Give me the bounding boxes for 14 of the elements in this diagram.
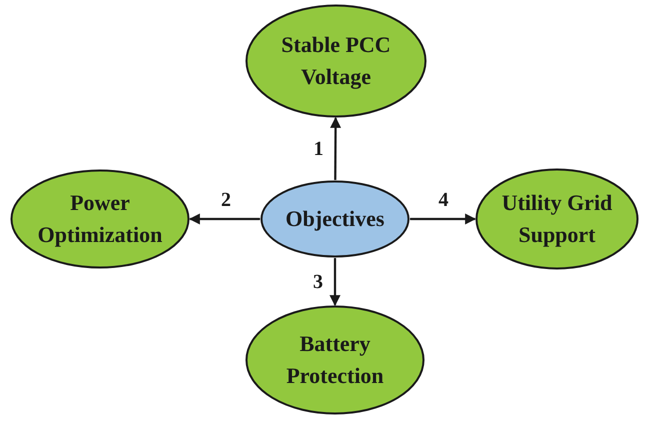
objective-ellipse	[245, 305, 425, 415]
objective-ellipse	[245, 4, 427, 118]
node-label: Stable PCC Voltage	[280, 31, 392, 91]
node-label: Utility Grid Support	[500, 189, 614, 249]
arrow	[410, 214, 476, 224]
arrow	[330, 116, 342, 180]
node-label: Battery Protection	[285, 330, 385, 390]
node-label: Objectives	[286, 205, 384, 233]
objective-ellipse	[260, 180, 410, 258]
objective-ellipse	[10, 169, 190, 269]
node-label: Power Optimization	[36, 189, 164, 249]
arrow	[330, 258, 340, 306]
arrow	[188, 214, 260, 224]
objective-ellipse	[475, 168, 639, 270]
